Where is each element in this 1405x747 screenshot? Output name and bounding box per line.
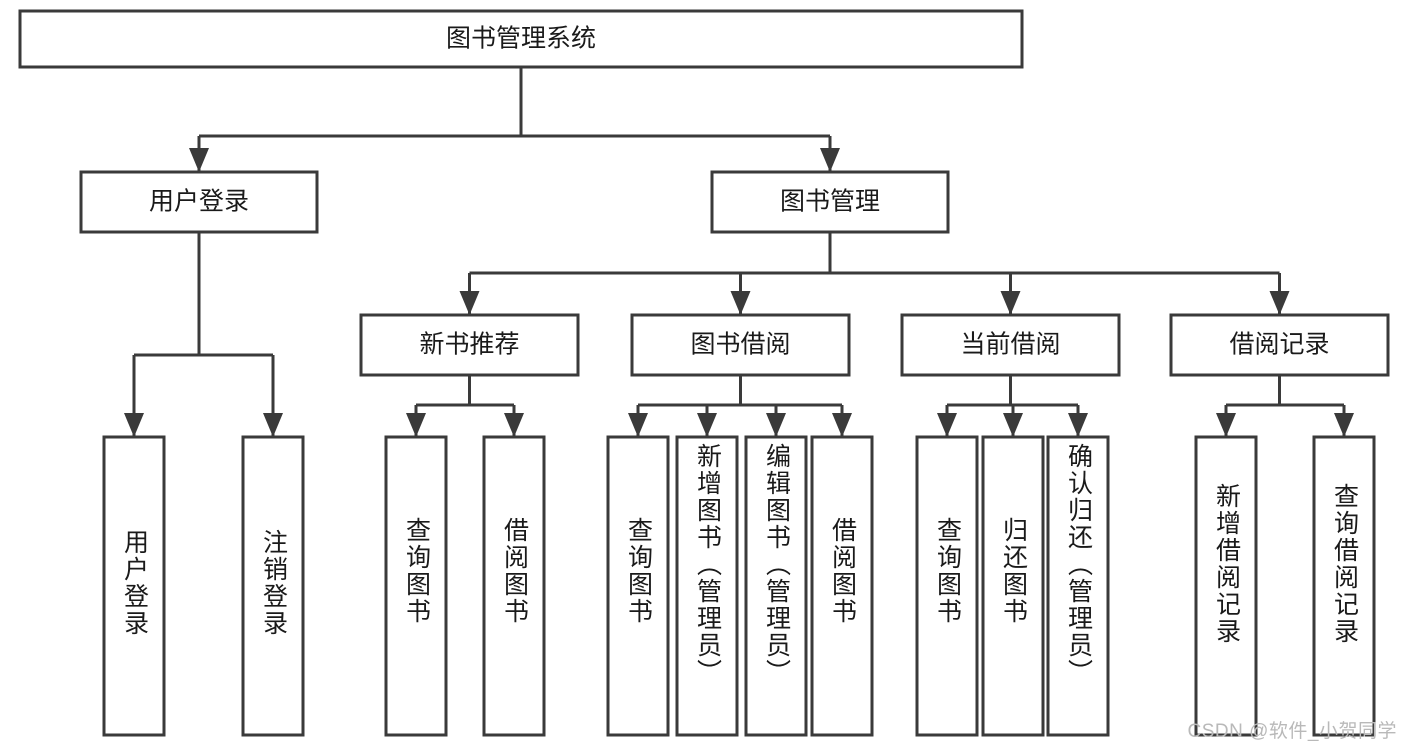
arrow-head-icon — [406, 413, 426, 437]
arrow-head-icon — [189, 148, 209, 172]
node-box — [482, 435, 546, 737]
node-box — [744, 435, 808, 737]
node-leaf-query-book-borrow[interactable] — [606, 435, 670, 737]
arrow-head-icon — [697, 413, 717, 437]
node-box — [1169, 313, 1390, 377]
arrow-head-icon — [1003, 413, 1023, 437]
arrow-head-icon — [766, 413, 786, 437]
node-book-manage[interactable]: 图书管理 — [710, 170, 950, 234]
node-leaf-query-book-new[interactable] — [384, 435, 448, 737]
node-box — [810, 435, 874, 737]
node-box — [915, 435, 979, 737]
node-leaf-user-login[interactable] — [102, 435, 166, 737]
node-box — [981, 435, 1045, 737]
csdn-watermark: CSDN @软件_小贺同学 — [1187, 721, 1397, 742]
arrow-head-icon — [1068, 413, 1088, 437]
arrow-head-icon — [1334, 413, 1354, 437]
edges-layer — [124, 67, 1354, 437]
node-leaf-edit-book[interactable] — [744, 435, 808, 737]
arrow-head-icon — [504, 413, 524, 437]
node-label: 当前借阅 — [960, 331, 1060, 359]
arrow-head-icon — [263, 413, 283, 437]
node-leaf-return-book[interactable] — [981, 435, 1045, 737]
node-box — [606, 435, 670, 737]
arrow-head-icon — [1216, 413, 1236, 437]
node-leaf-add-borrow-record[interactable] — [1194, 435, 1258, 737]
node-leaf-logout[interactable] — [241, 435, 305, 737]
node-box — [18, 9, 1024, 69]
node-box — [900, 313, 1121, 377]
node-box — [79, 170, 319, 234]
node-label: 图书管理系统 — [446, 25, 596, 53]
arrow-head-icon — [1000, 291, 1021, 315]
node-box — [630, 313, 851, 377]
arrow-head-icon — [459, 291, 480, 315]
node-new-book-recommend[interactable]: 新书推荐 — [359, 313, 580, 377]
node-box — [102, 435, 166, 737]
arrow-head-icon — [820, 148, 840, 172]
arrow-head-icon — [832, 413, 852, 437]
node-box — [1046, 435, 1110, 737]
arrow-head-icon — [730, 291, 751, 315]
node-label: 图书借阅 — [690, 331, 790, 359]
node-box — [675, 435, 739, 737]
node-label: 新书推荐 — [419, 331, 519, 359]
node-leaf-query-borrow-record[interactable] — [1312, 435, 1376, 737]
node-box — [1312, 435, 1376, 737]
arrow-head-icon — [124, 413, 144, 437]
node-leaf-borrow-book-new[interactable] — [482, 435, 546, 737]
node-leaf-query-book-current[interactable] — [915, 435, 979, 737]
node-label: 借阅记录 — [1229, 331, 1329, 359]
node-leaf-borrow-book[interactable] — [810, 435, 874, 737]
node-borrow-record[interactable]: 借阅记录 — [1169, 313, 1390, 377]
node-leaf-add-book[interactable] — [675, 435, 739, 737]
arrow-head-icon — [937, 413, 957, 437]
node-book-borrow[interactable]: 图书借阅 — [630, 313, 851, 377]
node-current-borrow[interactable]: 当前借阅 — [900, 313, 1121, 377]
node-label: 图书管理 — [780, 188, 880, 216]
node-root[interactable]: 图书管理系统 — [18, 9, 1024, 69]
node-label: 用户登录 — [149, 188, 249, 216]
node-box — [710, 170, 950, 234]
node-box — [1194, 435, 1258, 737]
node-user-login[interactable]: 用户登录 — [79, 170, 319, 234]
node-leaf-confirm-return[interactable] — [1046, 435, 1110, 737]
node-box — [384, 435, 448, 737]
arrow-head-icon — [628, 413, 648, 437]
node-box — [359, 313, 580, 377]
arrow-head-icon — [1269, 291, 1290, 315]
node-box — [241, 435, 305, 737]
